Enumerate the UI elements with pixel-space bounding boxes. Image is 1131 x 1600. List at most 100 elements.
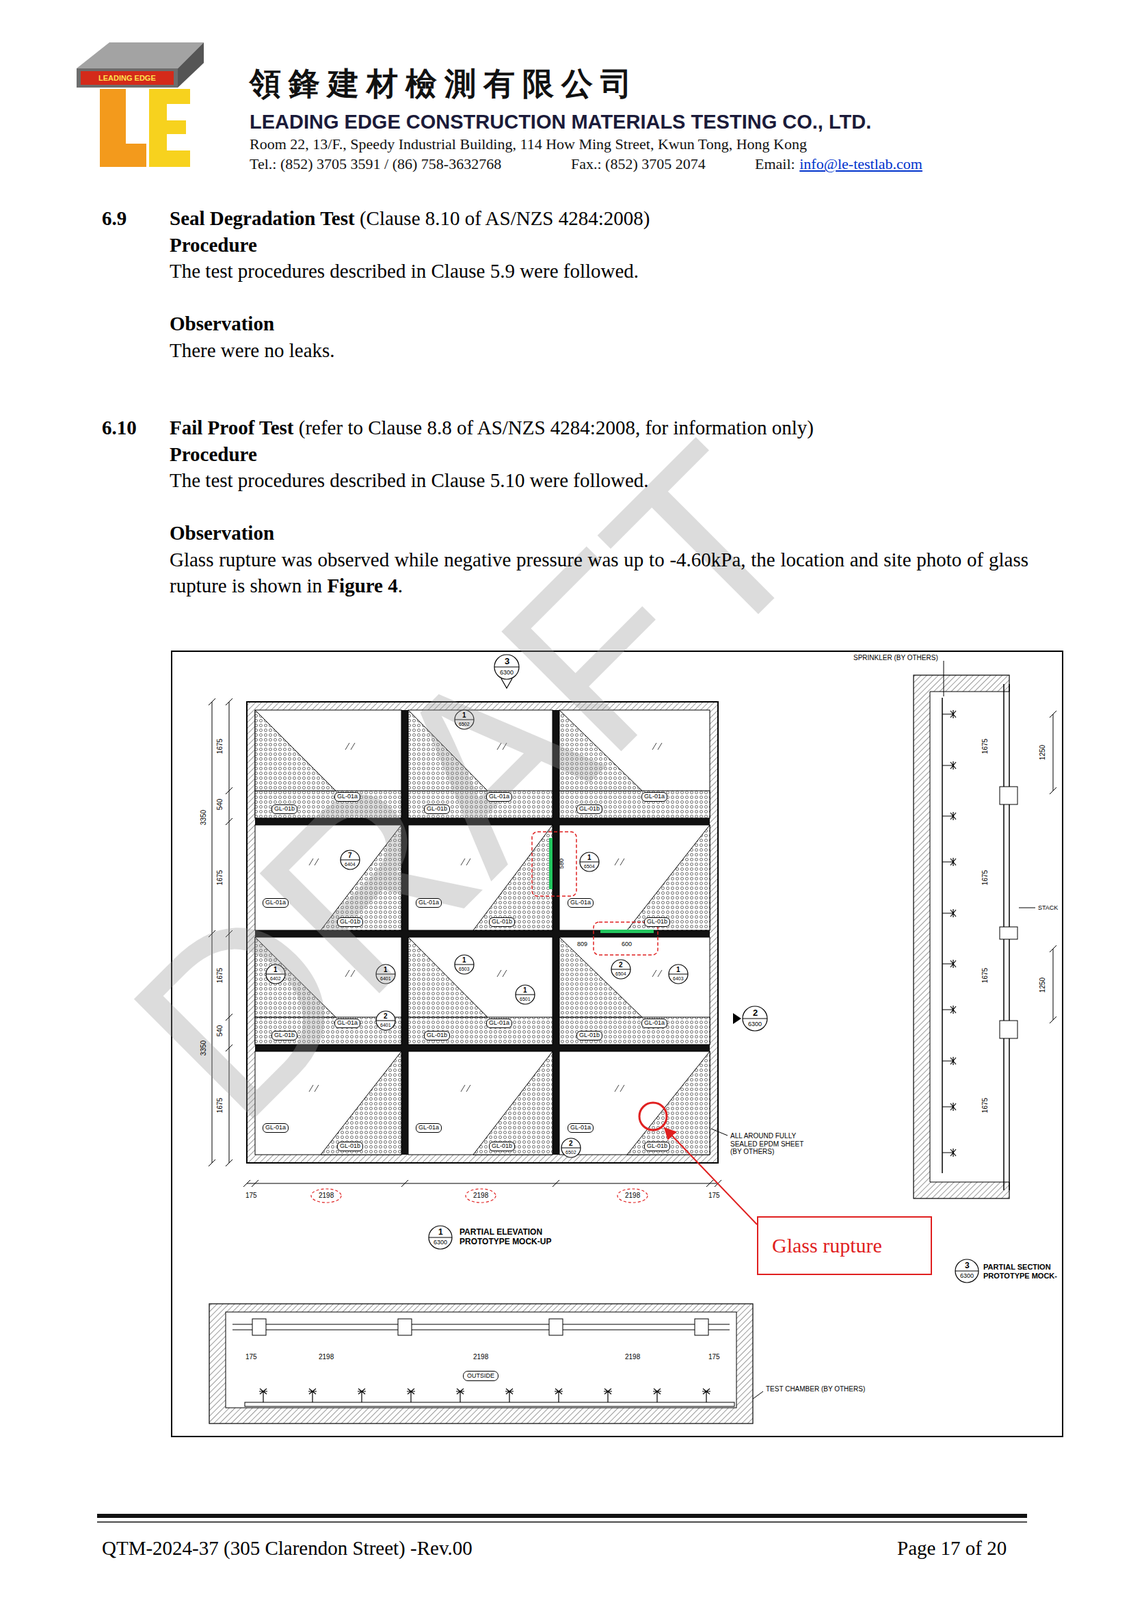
footer-text: Page 17 of 20 — [897, 1535, 1007, 1560]
drawing-note: TEST CHAMBER (BY OTHERS) — [765, 1384, 866, 1393]
dimension: 1675 — [981, 869, 990, 885]
callout-circle — [955, 1258, 979, 1283]
callout-number: 1 — [462, 711, 467, 719]
callout-number: 1 — [676, 966, 681, 974]
rupture-circle — [639, 1102, 667, 1130]
callout-divider — [611, 968, 631, 970]
callout-divider — [428, 1236, 452, 1238]
callout-circle — [742, 1005, 768, 1031]
callout-box: Glass rupture — [756, 1215, 933, 1275]
callout-reference: 6403 — [672, 975, 684, 981]
dimension: 1250 — [1038, 977, 1047, 993]
dimension: 1675 — [216, 869, 225, 885]
highlight-box — [593, 921, 658, 955]
callout-text: Glass rupture — [772, 1233, 883, 1257]
panel-tag: GL-01a — [567, 1122, 594, 1133]
dimension: 540 — [216, 1025, 225, 1037]
dimension: 1675 — [981, 1097, 990, 1113]
callout-reference: 6404 — [344, 861, 356, 867]
callout-reference: 6300 — [960, 1272, 974, 1279]
panel-tag: GL-01b — [271, 804, 298, 814]
dimension: 809 — [577, 940, 588, 948]
drawing-title: PARTIAL SECTION PROTOTYPE MOCK- — [983, 1262, 1060, 1280]
footer-text: QTM-2024-37 (305 Clarendon Street) -Rev.… — [101, 1535, 473, 1560]
callout-reference: 6502 — [458, 721, 470, 727]
subheading: Procedure — [169, 233, 258, 258]
dimension: 2198 — [318, 1352, 334, 1361]
email-link: info@le-testlab.com — [799, 155, 923, 173]
body-text: . — [397, 574, 403, 597]
callout-number: 2 — [383, 1012, 388, 1020]
body-text: There were no leaks. — [169, 338, 336, 363]
callout-circle — [561, 1137, 581, 1157]
dimension: 175 — [245, 1191, 258, 1200]
callout-reference: 6504 — [583, 863, 595, 869]
callout-number: 1 — [438, 1227, 444, 1236]
panel-tag: GL-01a — [334, 791, 361, 802]
callout-circle — [515, 984, 535, 1004]
company-name-chinese: 領鋒建材檢測有限公司 — [249, 64, 640, 103]
callout-reference: 6401 — [380, 975, 392, 981]
dimension: 1675 — [216, 738, 225, 754]
body-text: The test procedures described in Clause … — [169, 468, 649, 493]
panel-tag: GL-01a — [334, 1018, 361, 1028]
panel-tag: GL-01a — [415, 897, 442, 908]
section-number: 6.10 — [101, 415, 137, 440]
subheading: Observation — [169, 311, 275, 336]
callout-reference: 6502 — [565, 1149, 577, 1155]
highlight-bar — [600, 929, 654, 933]
panel-tag: GL-01a — [415, 1122, 442, 1133]
panel-tag: GL-01b — [644, 1141, 671, 1151]
callout-reference: 6503 — [458, 966, 470, 971]
panel-tag: GL-01a — [262, 897, 289, 908]
section-title: Fail Proof Test — [169, 416, 295, 439]
dimension: 2198 — [624, 1191, 641, 1200]
callout-reference: 6501 — [519, 996, 531, 1002]
callout-number: 1 — [523, 986, 528, 994]
panel-tag: GL-01b — [576, 1030, 603, 1041]
dimension: 175 — [708, 1352, 721, 1361]
panel-tag: GL-01a — [567, 897, 594, 908]
logo-text: LEADING EDGE — [98, 73, 156, 83]
dimension: 175 — [245, 1352, 258, 1361]
dimension: 1675 — [981, 738, 990, 754]
panel-tag: GL-01b — [644, 916, 671, 927]
dimension: 1675 — [981, 967, 990, 983]
dimension: 540 — [216, 798, 225, 811]
fax: Fax.: (852) 3705 2074 — [570, 155, 706, 174]
callout-divider — [955, 1270, 979, 1272]
dimension: 3350 — [199, 809, 208, 825]
footer-rule — [97, 1513, 1028, 1518]
callout-number: 2 — [752, 1007, 758, 1017]
callout-reference: 6300 — [433, 1239, 448, 1246]
logo — [76, 42, 204, 167]
dimension: 175 — [708, 1191, 721, 1200]
callout-number: 1 — [273, 966, 278, 974]
dimension: 600 — [621, 940, 632, 948]
callout-number: 3 — [504, 656, 510, 666]
section-reference: (refer to Clause 8.8 of AS/NZS 4284:2008… — [298, 416, 814, 439]
text-line: Fail Proof Test(refer to Clause 8.8 of A… — [169, 415, 814, 440]
callout-reference: 6300 — [499, 669, 514, 676]
callout-circle — [668, 964, 688, 984]
subheading: Observation — [169, 521, 275, 545]
callout-reference: 6402 — [270, 975, 282, 981]
callout-circle — [611, 959, 631, 979]
subheading: Procedure — [169, 442, 258, 467]
drawing-note: SPRINKLER (BY OTHERS) — [853, 653, 939, 662]
callout-reference: 6300 — [748, 1020, 762, 1028]
dimension: 2198 — [473, 1191, 489, 1200]
text-line: Seal Degradation Test(Clause 8.10 of AS/… — [169, 205, 650, 231]
leader-line — [711, 1128, 728, 1136]
callout-number: 1 — [383, 966, 388, 974]
callout-divider — [561, 1147, 581, 1149]
body-text: Glass rupture was observed while negativ… — [169, 548, 1029, 597]
section-title: Seal Degradation Test — [169, 207, 355, 230]
dimension: 2198 — [624, 1352, 641, 1361]
telephone: Tel.: (852) 3705 3591 / (86) 758-3632768 — [249, 155, 502, 174]
section-marker — [733, 1012, 742, 1024]
drawing-note: STACK — [1038, 903, 1058, 912]
dimension: 3350 — [199, 1040, 208, 1056]
company-name: LEADING EDGE CONSTRUCTION MATERIALS TEST… — [249, 110, 872, 135]
panel-tag: GL-01a — [486, 791, 513, 802]
